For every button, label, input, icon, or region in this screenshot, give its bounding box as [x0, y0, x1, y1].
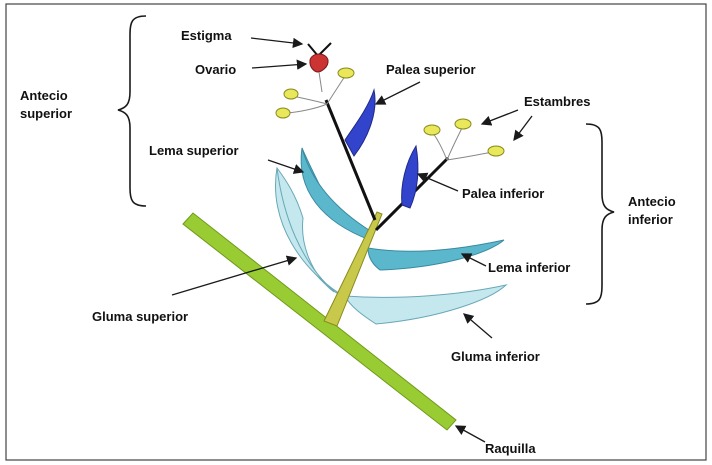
style-line — [319, 72, 322, 92]
label-antecio-superior-2: superior — [20, 106, 72, 121]
label-gluma-inferior: Gluma inferior — [451, 349, 540, 364]
raquilla-arrow — [456, 426, 485, 442]
gluma-inferior-shape — [345, 285, 506, 324]
palea-superior-arrow — [376, 82, 420, 104]
label-lema-inferior: Lema inferior — [488, 260, 570, 275]
label-antecio-inferior-1: Antecio — [628, 194, 676, 209]
label-gluma-superior: Gluma superior — [92, 309, 188, 324]
lema-superior-arrow — [268, 160, 303, 172]
antecio-superior-brace — [118, 16, 146, 206]
label-ovario: Ovario — [195, 62, 236, 77]
estambres-arrow-2 — [514, 116, 532, 140]
lema-superior-body — [301, 148, 372, 240]
lema-inferior-arrow — [462, 254, 486, 266]
label-antecio-inferior-2: inferior — [628, 212, 673, 227]
ovary-shape — [310, 54, 328, 72]
label-lema-superior: Lema superior — [149, 143, 239, 158]
lower-stamens — [424, 119, 504, 160]
raquilla-shape — [183, 213, 456, 430]
label-estigma: Estigma — [181, 28, 232, 43]
palea-superior-shape — [345, 90, 375, 156]
ovario-arrow — [252, 64, 306, 68]
upper-stamens — [276, 68, 354, 118]
antecio-inferior-brace — [586, 124, 614, 304]
gluma-inferior-arrow — [464, 314, 492, 338]
estambres-arrow-1 — [482, 110, 518, 124]
estigma-arrow — [251, 38, 302, 44]
label-raquilla: Raquilla — [485, 441, 536, 456]
label-palea-inferior: Palea inferior — [462, 186, 544, 201]
label-estambres: Estambres — [524, 94, 590, 109]
palea-inferior-shape — [402, 146, 418, 208]
label-antecio-superior-1: Antecio — [20, 88, 68, 103]
label-palea-superior: Palea superior — [386, 62, 476, 77]
